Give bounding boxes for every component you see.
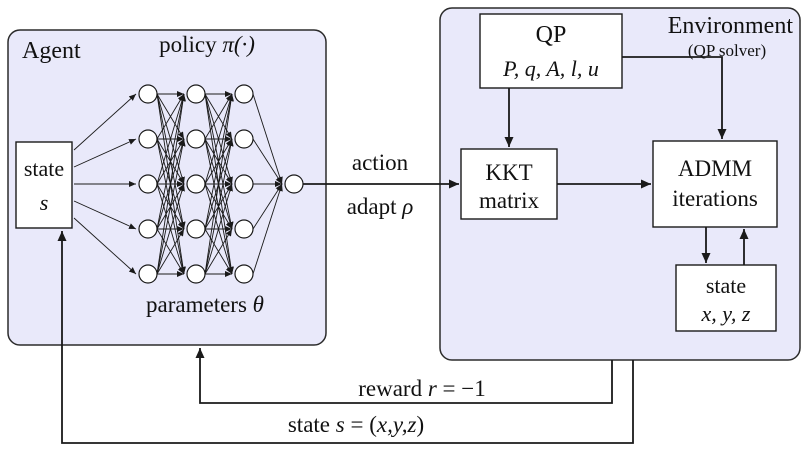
kkt-line1: KKT xyxy=(485,160,532,185)
state-input-edge xyxy=(73,138,137,168)
network-edge xyxy=(156,183,185,275)
network-edge xyxy=(252,93,283,185)
state-vars: x,y,z xyxy=(376,412,417,437)
neuron xyxy=(284,174,304,194)
admm-line1: ADMM xyxy=(678,156,752,181)
neuron xyxy=(138,264,158,284)
action-label: action xyxy=(352,150,409,175)
network-edge xyxy=(252,183,283,275)
state-input-edge xyxy=(73,217,137,275)
network-edge xyxy=(204,138,234,275)
network-edge xyxy=(204,93,234,230)
policy-network-nodes xyxy=(138,84,304,284)
rho-symbol: ρ xyxy=(401,194,413,219)
network-edge xyxy=(204,183,233,275)
network-edge xyxy=(204,93,233,185)
state-xyz-symbols: x, y, z xyxy=(701,301,751,326)
network-edge xyxy=(156,228,185,275)
policy-label-text: policy xyxy=(159,32,222,57)
neuron xyxy=(186,174,206,194)
network-edge xyxy=(204,93,234,275)
reward-symbol: r xyxy=(428,376,438,401)
policy-symbol: π(·) xyxy=(222,32,255,57)
neuron xyxy=(138,174,158,194)
parameters-label: parameters θ xyxy=(146,292,264,317)
state-symbol: s xyxy=(336,412,345,437)
state-xyz-box xyxy=(675,264,777,332)
state-equals: = ( xyxy=(345,412,377,437)
neuron xyxy=(234,129,254,149)
reward-arrow xyxy=(195,348,613,404)
state-feedback-arrow xyxy=(57,231,634,444)
neuron xyxy=(138,219,158,239)
qp-box xyxy=(479,13,623,89)
state-feedback-label: state s = (x,y,z) xyxy=(288,412,424,437)
qp-solver-sublabel: (QP solver) xyxy=(688,41,766,60)
adapt-label: adapt ρ xyxy=(347,194,414,219)
state-xyz-line1: state xyxy=(706,273,746,298)
admm-box xyxy=(652,140,778,228)
neuron xyxy=(234,219,254,239)
parameters-label-text: parameters xyxy=(146,292,253,317)
parameters-symbol: θ xyxy=(253,292,264,317)
reward-label: reward r = −1 xyxy=(358,376,486,401)
state-s-box xyxy=(15,141,73,229)
admm-line2: iterations xyxy=(672,186,758,211)
neuron xyxy=(186,129,206,149)
policy-network-edges xyxy=(73,91,283,277)
qp-params: P, q, A, l, u xyxy=(502,56,599,81)
neuron xyxy=(138,84,158,104)
neuron xyxy=(234,174,254,194)
neuron xyxy=(186,264,206,284)
state-close-paren: ) xyxy=(416,412,424,437)
network-edge xyxy=(156,93,186,275)
network-edge xyxy=(156,138,186,275)
neuron xyxy=(186,219,206,239)
qp-to-admm-arrow xyxy=(622,56,727,139)
network-edge xyxy=(156,93,186,230)
neuron xyxy=(234,264,254,284)
network-edge xyxy=(156,93,185,185)
state-input-edge xyxy=(73,200,137,230)
adapt-label-text: adapt xyxy=(347,194,403,219)
reward-value: = −1 xyxy=(437,376,486,401)
state-s-line1: state xyxy=(24,156,64,181)
policy-label: policy π(·) xyxy=(159,32,255,57)
kkt-line2: matrix xyxy=(479,188,540,213)
neuron xyxy=(138,129,158,149)
network-edge xyxy=(204,228,233,275)
neuron xyxy=(186,84,206,104)
state-label-text: state xyxy=(288,412,336,437)
network-edge xyxy=(252,138,283,185)
qp-title: QP xyxy=(536,22,567,48)
state-input-edge xyxy=(73,93,137,151)
reward-label-text: reward xyxy=(358,376,428,401)
environment-label: Environment xyxy=(668,13,794,39)
neuron xyxy=(234,84,254,104)
agent-label: Agent xyxy=(22,38,81,64)
state-s-symbol: s xyxy=(40,190,49,215)
